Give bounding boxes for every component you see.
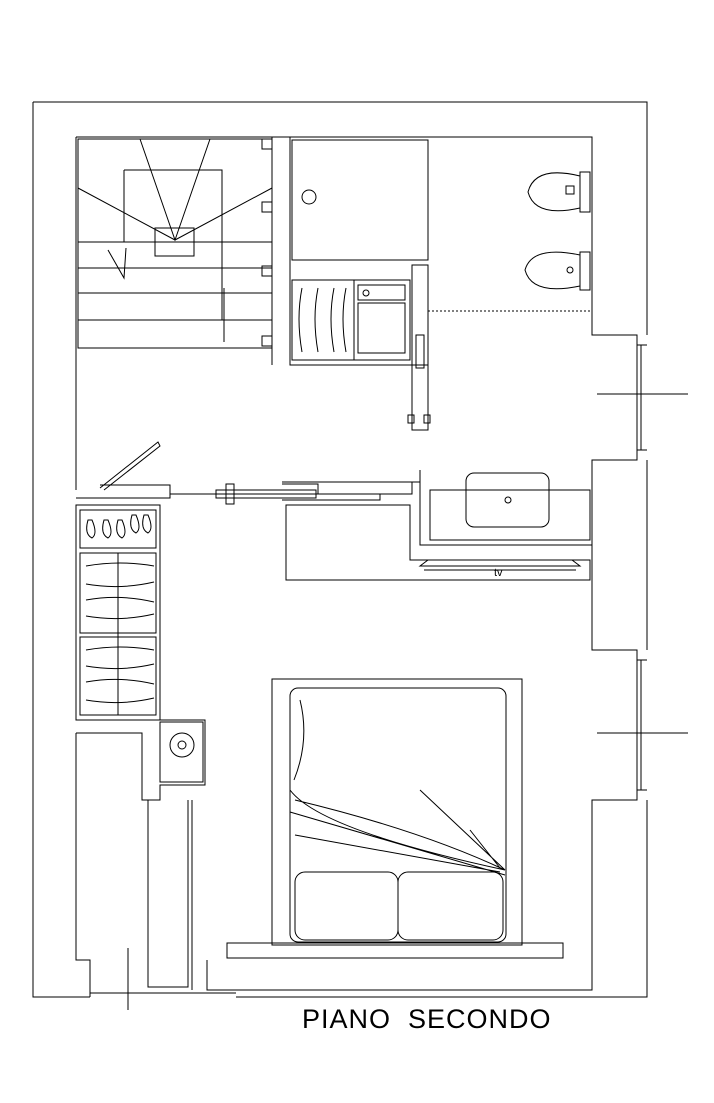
bed — [226, 678, 564, 959]
shower — [291, 139, 429, 261]
tv-cabinet — [285, 504, 591, 581]
tv-label: tv — [494, 567, 503, 579]
boiler — [76, 719, 206, 990]
plan-title: PIANO SECONDO — [302, 1004, 552, 1034]
doors — [76, 441, 421, 505]
sink-counter — [419, 470, 592, 546]
windows — [127, 344, 688, 1010]
exterior-walls — [32, 101, 648, 998]
toilet — [527, 171, 591, 213]
staircase — [77, 137, 428, 366]
wardrobe — [75, 504, 161, 721]
closet-washer — [291, 264, 431, 431]
bidet — [428, 251, 592, 312]
